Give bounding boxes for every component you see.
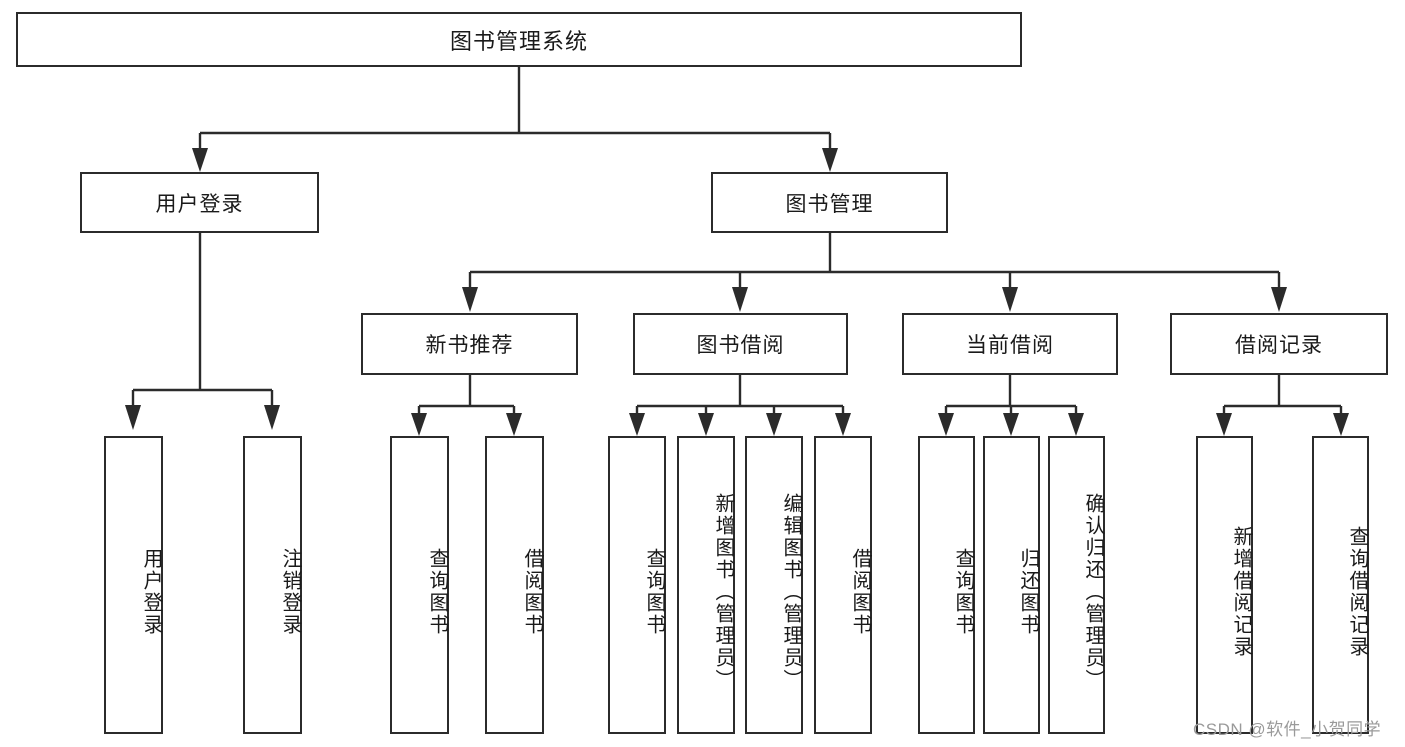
leaf-borrow-edit-book-label: 编辑图书（管理员） [780,493,802,691]
leaf-logout-label: 注销登录 [279,548,301,636]
leaf-borrow-add-book-label: 新增图书（管理员） [712,493,734,691]
node-new-book-recommend-label: 新书推荐 [425,334,514,357]
leaf-borrow-query-book[interactable]: 查询图书 [608,436,666,734]
leaf-user-login[interactable]: 用户登录 [104,436,163,734]
arrowhead-records-query [1333,413,1349,436]
leaf-records-add-record-label: 新增借阅记录 [1230,526,1252,658]
arrowhead-leaf-logout [264,405,280,430]
watermark: CSDN @软件_小贺同学 [1193,720,1382,739]
arrowhead-borrow-add [698,413,714,436]
arrowhead-newbook-borrow [506,413,522,436]
leaf-records-query-record-label: 查询借阅记录 [1346,526,1368,658]
node-borrow-records[interactable]: 借阅记录 [1170,313,1388,375]
node-borrow-records-label: 借阅记录 [1235,334,1323,357]
leaf-records-add-record[interactable]: 新增借阅记录 [1196,436,1253,734]
leaf-current-query-book[interactable]: 查询图书 [918,436,975,734]
arrowhead-borrow-lend [835,413,851,436]
arrowhead-new-book-rec [462,287,478,312]
arrowhead-newbook-query [411,413,427,436]
leaf-logout[interactable]: 注销登录 [243,436,302,734]
leaf-current-return-book-label: 归还图书 [1017,548,1039,636]
arrowhead-current-return [1003,413,1019,436]
arrowhead-current-confirm [1068,413,1084,436]
node-user-login-label: 用户登录 [155,192,244,216]
leaf-records-query-record[interactable]: 查询借阅记录 [1312,436,1369,734]
arrowhead-current-query [938,413,954,436]
arrowhead-borrow-records [1271,287,1287,312]
arrowhead-records-add [1216,413,1232,436]
arrowhead-borrow-query [629,413,645,436]
node-book-management-label: 图书管理 [785,192,874,216]
leaf-borrow-lend-book-label: 借阅图书 [849,548,871,636]
leaf-user-login-label: 用户登录 [140,548,162,636]
arrowhead-book-mgmt [822,148,838,172]
leaf-borrow-lend-book[interactable]: 借阅图书 [814,436,872,734]
node-root-label: 图书管理系统 [449,28,588,54]
node-current-borrow[interactable]: 当前借阅 [902,313,1118,375]
leaf-current-confirm-return[interactable]: 确认归还（管理员） [1048,436,1105,734]
leaf-newbook-borrow-book[interactable]: 借阅图书 [485,436,544,734]
leaf-borrow-edit-book[interactable]: 编辑图书（管理员） [745,436,803,734]
arrowhead-book-borrow [732,287,748,312]
arrowhead-user-login [192,148,208,172]
node-user-login[interactable]: 用户登录 [80,172,319,233]
leaf-borrow-add-book[interactable]: 新增图书（管理员） [677,436,735,734]
arrowhead-borrow-edit [766,413,782,436]
leaf-current-return-book[interactable]: 归还图书 [983,436,1040,734]
leaf-newbook-borrow-book-label: 借阅图书 [521,548,543,636]
arrowhead-current-borrow [1002,287,1018,312]
leaf-newbook-query-book[interactable]: 查询图书 [390,436,449,734]
leaf-current-confirm-return-label: 确认归还（管理员） [1082,493,1104,691]
node-book-borrow[interactable]: 图书借阅 [633,313,848,375]
node-new-book-recommend[interactable]: 新书推荐 [361,313,578,375]
arrowhead-leaf-user-login [125,405,141,430]
node-book-management[interactable]: 图书管理 [711,172,948,233]
node-book-borrow-label: 图书借阅 [696,334,785,357]
leaf-current-query-book-label: 查询图书 [952,548,974,636]
node-current-borrow-label: 当前借阅 [966,334,1054,357]
node-root[interactable]: 图书管理系统 [16,12,1022,67]
leaf-newbook-query-book-label: 查询图书 [426,548,448,636]
leaf-borrow-query-book-label: 查询图书 [643,548,665,636]
